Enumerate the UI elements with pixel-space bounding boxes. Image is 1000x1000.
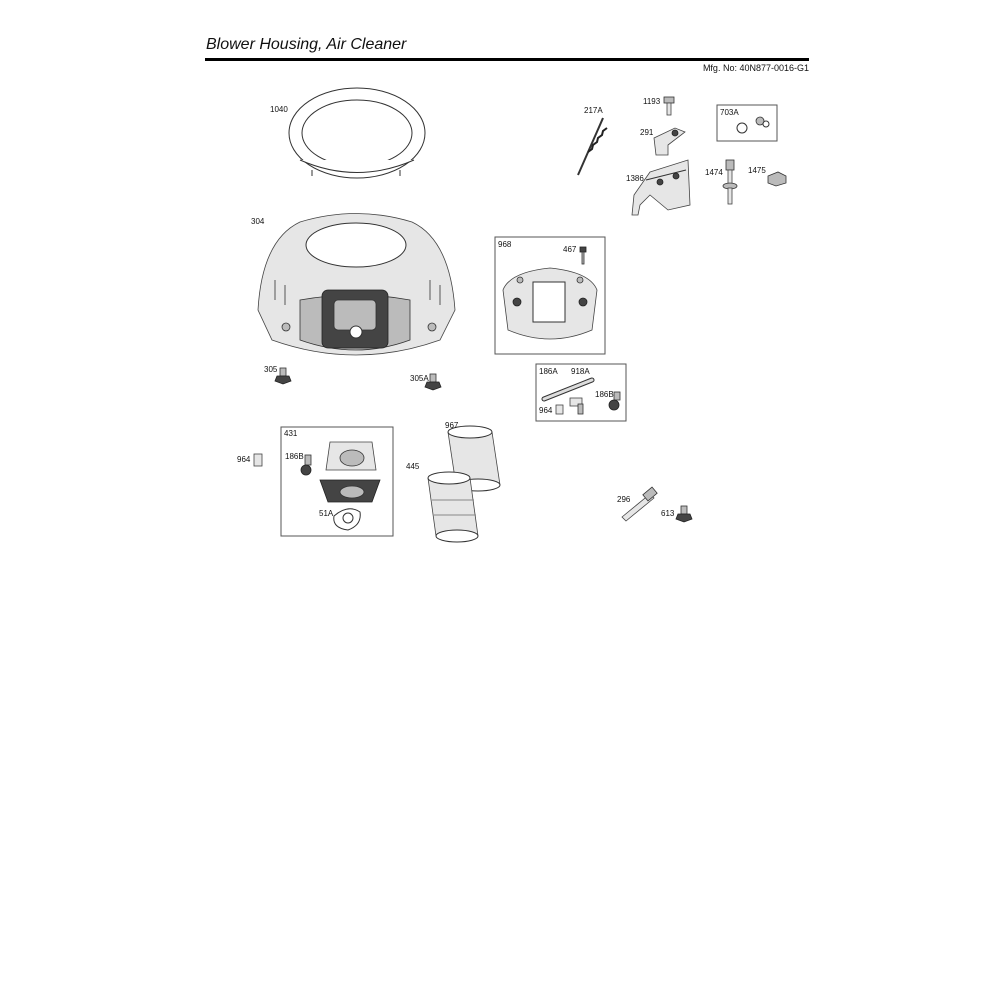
part-613-nut[interactable] [675,505,693,523]
label-1040: 1040 [270,105,288,114]
part-964-kit-plug[interactable] [555,404,564,415]
label-186B-kit: 186B [595,390,614,399]
title-rule [205,58,809,61]
label-291: 291 [640,128,654,137]
label-1193: 1193 [643,97,661,106]
part-217A-link[interactable] [577,117,608,176]
part-186A-fitting[interactable] [569,397,584,415]
part-703A-clips[interactable] [736,116,770,134]
label-918A: 918A [571,367,590,376]
label-703A: 703A [720,108,739,117]
label-1474: 1474 [705,168,723,177]
part-296-stud[interactable] [621,486,658,522]
label-613: 613 [661,509,675,518]
part-968-cover[interactable] [502,267,598,340]
part-1474-shaft[interactable] [722,159,738,205]
part-1475-nut[interactable] [767,171,787,187]
label-968: 968 [498,240,512,249]
label-305: 305 [264,365,278,374]
kit-box-968 [494,236,606,355]
part-1193-screw[interactable] [663,96,675,116]
label-305A: 305A [410,374,429,383]
part-1386-plate[interactable] [631,159,691,216]
part-431-base[interactable] [319,441,381,503]
part-186B-kit-valve[interactable] [608,391,621,411]
part-291-bracket[interactable] [653,127,686,156]
part-186B-cleaner-valve[interactable] [300,454,312,476]
label-431: 431 [284,429,298,438]
label-296: 296 [617,495,631,504]
label-964-kit: 964 [539,406,553,415]
part-305-screw[interactable] [274,367,292,385]
kit-box-186A [535,363,627,422]
part-918A-hose[interactable] [541,377,595,402]
label-186B-cleaner: 186B [285,452,304,461]
part-1040-ring[interactable] [288,87,426,179]
label-1386: 1386 [626,174,644,183]
part-445-filter[interactable] [427,471,479,543]
label-445: 445 [406,462,420,471]
label-304: 304 [251,217,265,226]
part-467-screw[interactable] [579,246,587,265]
label-186A: 186A [539,367,558,376]
kit-box-431 [280,426,394,537]
label-1475: 1475 [748,166,766,175]
kit-box-703A [716,104,778,142]
part-964-plug[interactable] [253,453,263,467]
part-305A-screw[interactable] [424,373,442,391]
part-304-blower-housing[interactable] [257,213,456,356]
label-967: 967 [445,421,459,430]
label-217A: 217A [584,106,603,115]
label-964: 964 [237,455,251,464]
label-467: 467 [563,245,577,254]
part-51A-gasket[interactable] [333,508,361,531]
label-51A: 51A [319,509,334,518]
mfg-number: Mfg. No: 40N877-0016-G1 [702,63,809,73]
diagram-title: Blower Housing, Air Cleaner [206,36,407,53]
